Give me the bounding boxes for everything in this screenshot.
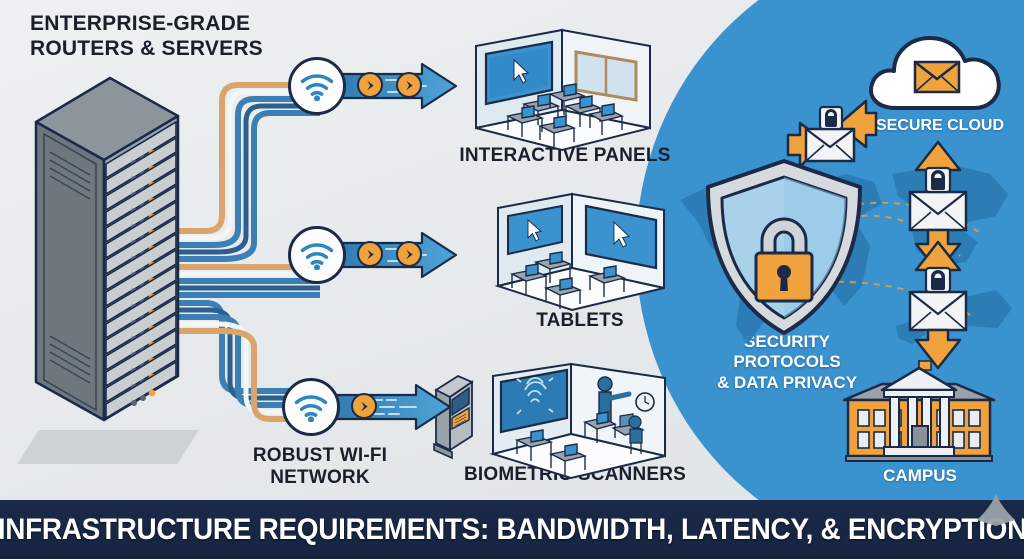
arrow-down-icon — [914, 328, 962, 370]
server-rack-icon — [34, 76, 180, 422]
secure-transfer-column — [908, 140, 968, 370]
chevron-right-badge-icon-1 — [357, 72, 383, 98]
banner-title: INFRASTRUCTURE REQUIREMENTS: BANDWIDTH, … — [0, 512, 1024, 546]
encrypted-envelope-icon — [786, 99, 878, 169]
classroom-tablets-icon — [494, 192, 665, 312]
wifi-signal-icon — [294, 394, 328, 422]
classroom-interactive-panel-icon — [475, 28, 651, 152]
campus-label: CAMPUS — [883, 466, 957, 485]
chevron-right-badge-icon-3 — [357, 241, 383, 267]
secure-cloud-label: SECURE CLOUD — [875, 117, 1004, 134]
wifi-icon-interactive-panels — [288, 57, 346, 115]
robust-wifi-network-label: ROBUST WI-FI NETWORK — [252, 445, 388, 489]
tablets-label: TABLETS — [536, 310, 624, 331]
security-protocols-label: SECURITY PROTOCOLS & DATA PRIVACY — [716, 332, 858, 392]
chevron-right-badge-icon-2 — [396, 72, 422, 98]
campus-building-icon — [842, 360, 996, 462]
chevron-right-badge-icon-4 — [396, 241, 422, 267]
bottom-banner: INFRASTRUCTURE REQUIREMENTS: BANDWIDTH, … — [0, 500, 1024, 559]
cloud-envelope-icon — [869, 36, 1001, 110]
enterprise-routers-label: ENTERPRISE-GRADE ROUTERS & SERVERS — [30, 12, 263, 60]
pennant-ribbon-icon — [977, 494, 1015, 526]
flow-arrow-biometric — [324, 383, 452, 431]
wifi-signal-icon — [300, 242, 334, 270]
wifi-signal-icon — [300, 73, 334, 101]
flow-arrow-interactive-panels — [330, 62, 458, 110]
classroom-biometric-icon — [489, 362, 666, 480]
encrypted-envelope-icon — [908, 266, 968, 332]
chevron-right-badge-icon-5 — [351, 393, 377, 419]
network-cable-bundle — [174, 82, 320, 422]
wifi-icon-network — [282, 378, 340, 436]
flow-arrow-tablets — [330, 231, 458, 279]
wifi-icon-tablets — [288, 226, 346, 284]
encrypted-envelope-icon — [908, 166, 968, 232]
interactive-panels-label: INTERACTIVE PANELS — [459, 145, 671, 166]
shield-padlock-icon — [706, 159, 862, 335]
